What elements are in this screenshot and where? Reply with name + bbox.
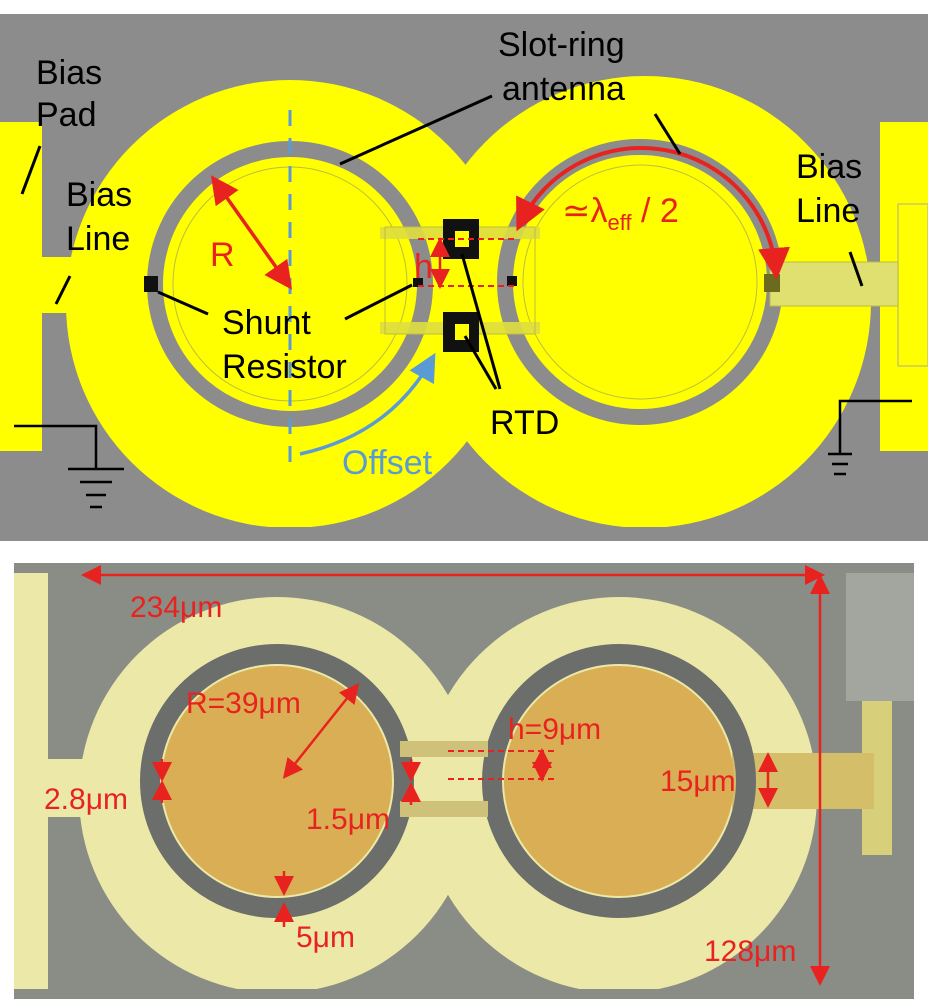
antenna-schematic: Bias Pad Bias Line Slot-ring antenna Bia… [0, 14, 928, 541]
micrograph-right-disk [504, 666, 734, 896]
label-metal-gap: 5μm [296, 921, 355, 954]
leader-shunt-left [157, 290, 209, 316]
left-outer-metal [66, 80, 514, 528]
label-offset: Offset [342, 444, 433, 482]
label-bias-line-left-1: Bias [66, 176, 132, 214]
leader-slot-ring-2 [653, 113, 682, 155]
leader-rtd-2 [463, 335, 498, 390]
ground-symbol-right [828, 399, 912, 476]
device-micrograph: 234μm 128μm R=39μm h=9μm 2.8μm 1.5μm 15μ… [14, 563, 914, 999]
shunt-resistor-left [144, 276, 158, 292]
label-radius-value: R=39μm [186, 687, 301, 720]
leader-shunt-center [344, 283, 413, 321]
micrograph-right-slot [482, 644, 756, 918]
offset-arrow [299, 352, 436, 456]
label-shunt-width: 1.5μm [306, 803, 390, 836]
radius-arrow [210, 175, 293, 290]
label-slot-width: 2.8μm [44, 783, 128, 816]
radius-dimension [282, 683, 360, 779]
label-rtd: RTD [490, 404, 559, 442]
label-line-width: 15μm [660, 765, 736, 798]
leader-slot-ring [339, 94, 493, 166]
label-shunt-1: Shunt [222, 304, 311, 342]
label-slot-ring-2: antenna [502, 70, 625, 108]
shunt-resistor-right [507, 276, 517, 286]
label-h-value: h=9μm [508, 713, 601, 746]
label-radius: R [210, 236, 235, 274]
label-bias-line-right-2: Line [796, 192, 860, 230]
label-shunt-2: Resistor [222, 348, 347, 386]
leader-bias-line-left [54, 275, 72, 305]
label-bias-pad-1: Bias [36, 54, 102, 92]
leader-bias-line-right [848, 251, 864, 287]
label-height: 128μm [704, 935, 796, 968]
label-slot-ring-1: Slot-ring [498, 26, 625, 64]
lambda-arc [516, 145, 790, 280]
label-h: h [414, 248, 433, 286]
ground-symbol-left [14, 424, 124, 509]
label-bias-line-left-2: Line [66, 220, 130, 258]
leader-rtd-1 [460, 253, 502, 390]
label-bias-pad-2: Pad [36, 96, 97, 134]
leader-bias-pad [20, 145, 42, 195]
label-bias-line-right-1: Bias [796, 148, 862, 186]
shunt-resistor-center [413, 278, 423, 287]
label-width: 234μm [130, 591, 222, 624]
right-bias-line-strip [769, 261, 899, 307]
label-lambda: ≃λeff / 2 [562, 192, 679, 235]
